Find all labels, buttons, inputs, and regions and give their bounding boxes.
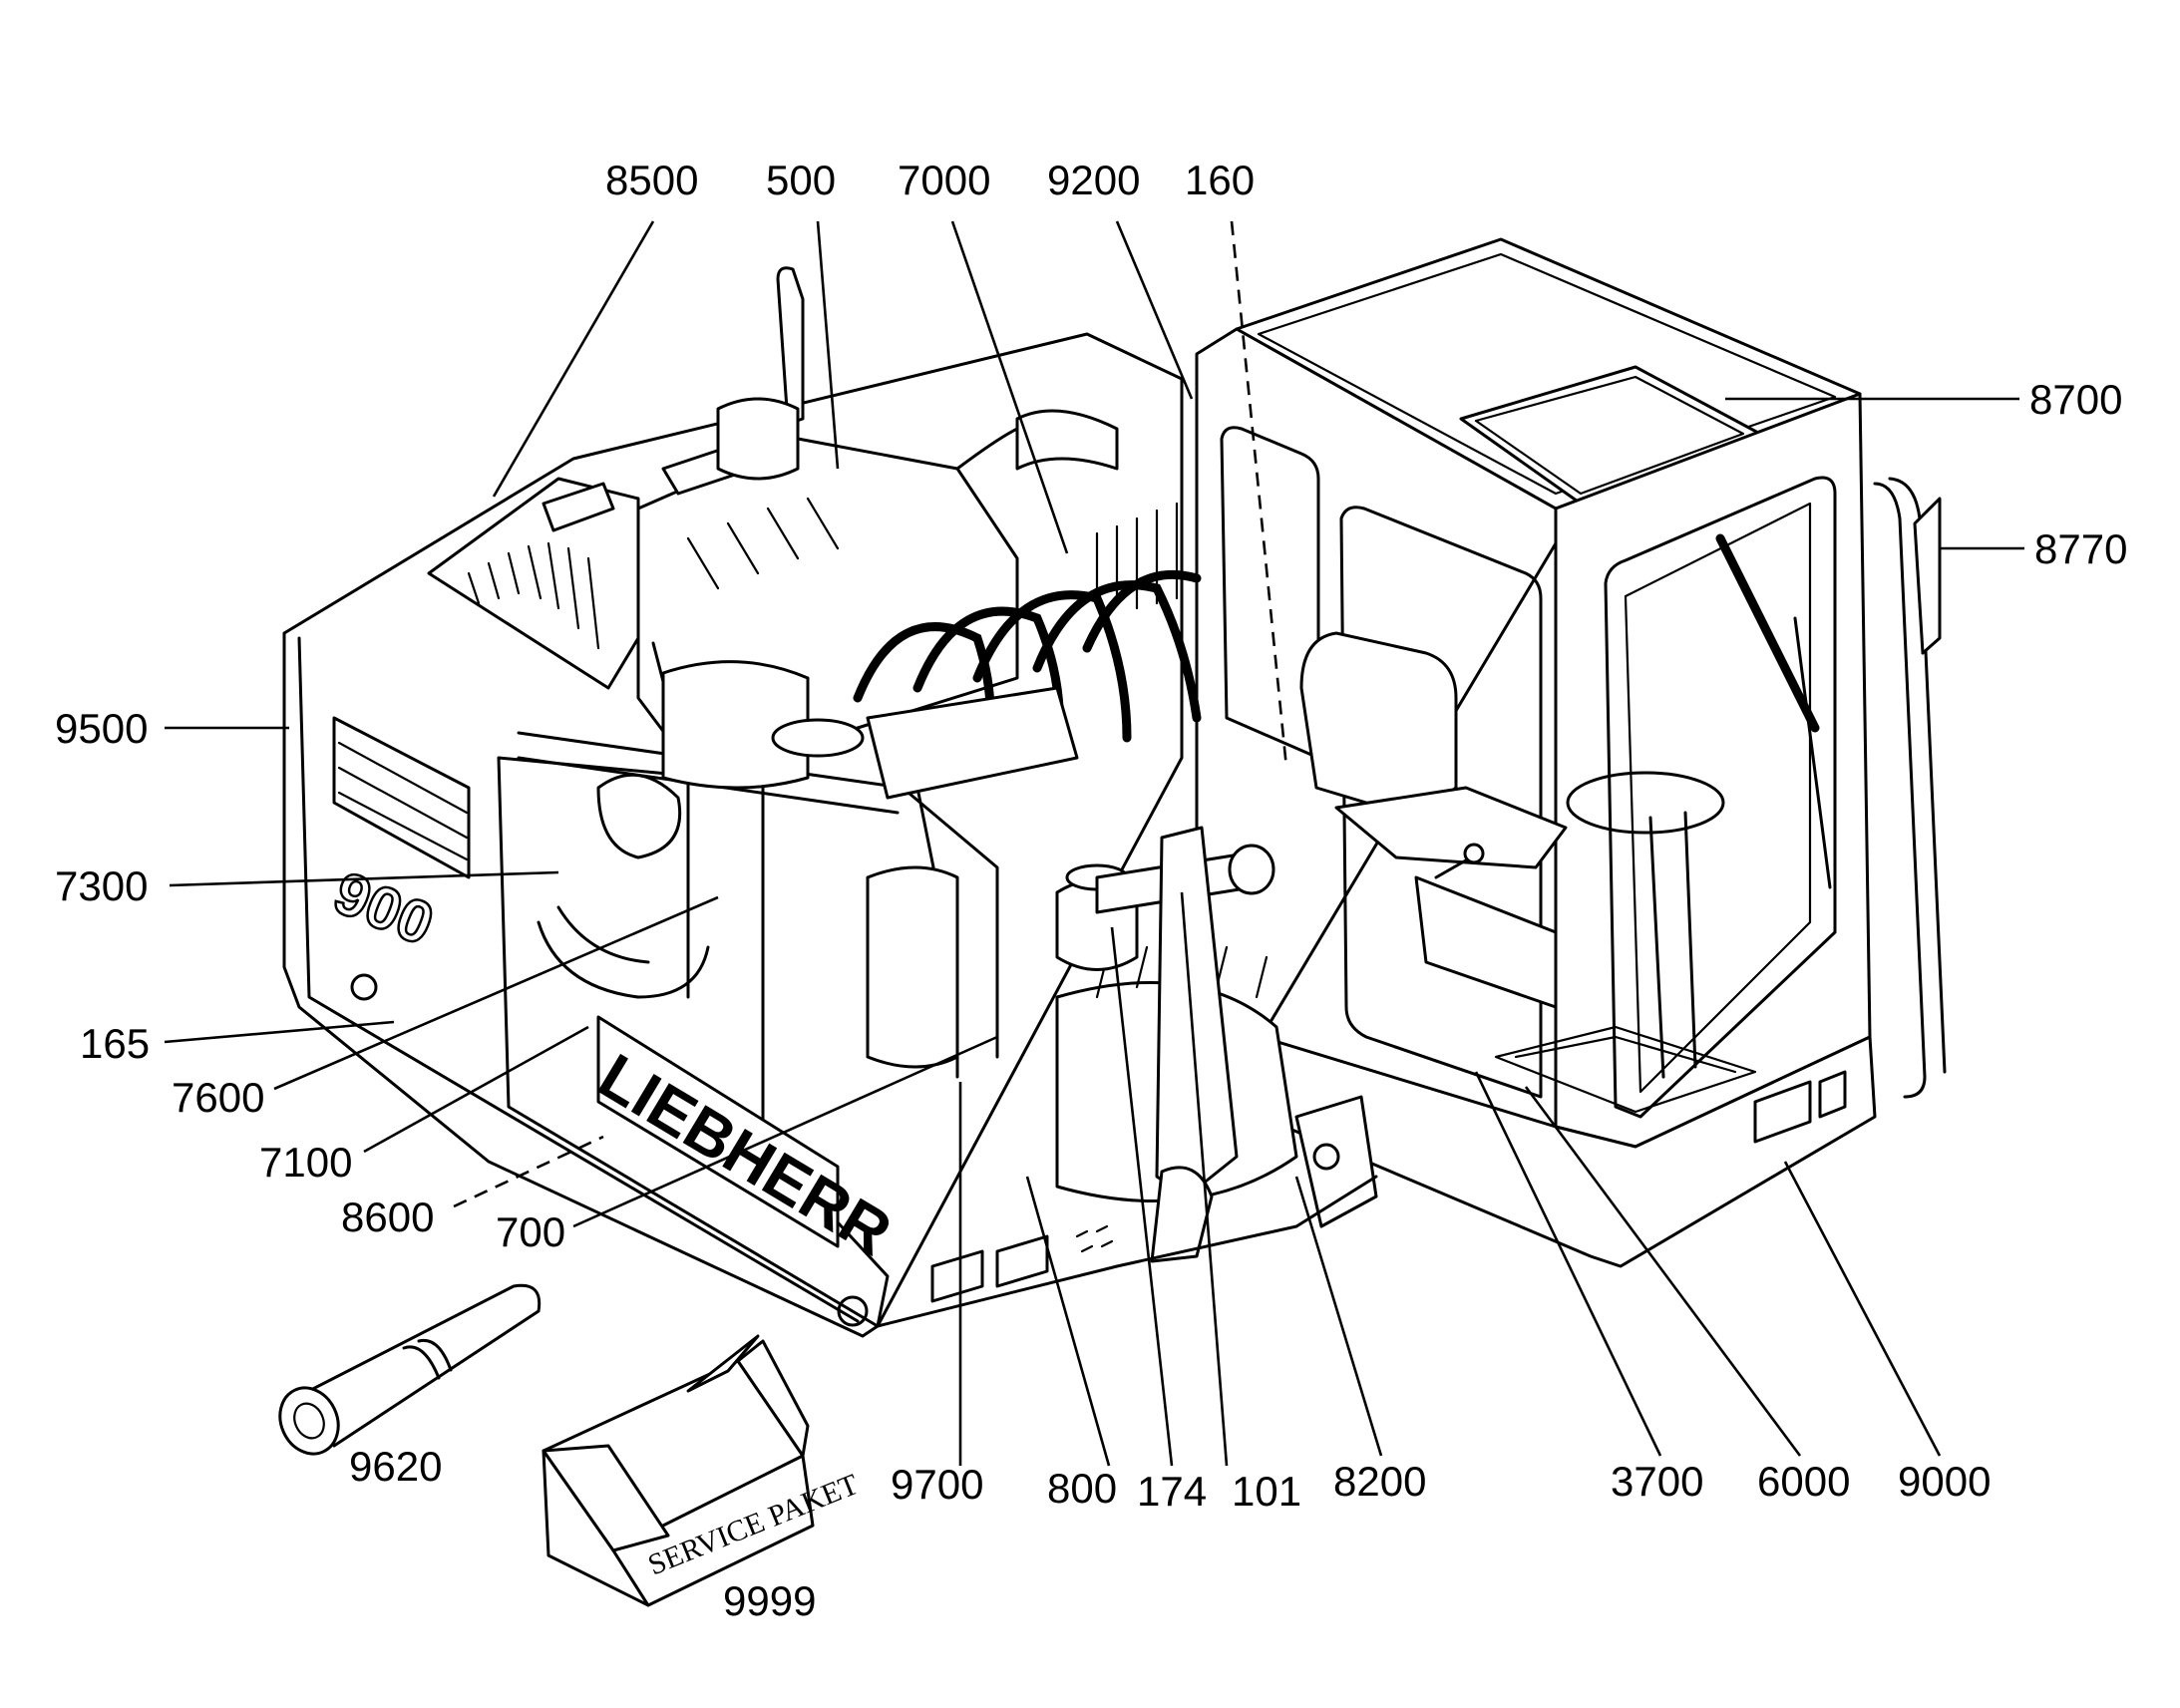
callout-9200: 9200 xyxy=(1047,157,1141,203)
callout-174: 174 xyxy=(1137,1468,1208,1515)
callout-101: 101 xyxy=(1232,1468,1302,1515)
callout-6000: 6000 xyxy=(1757,1458,1851,1505)
callout-9700: 9700 xyxy=(891,1461,984,1508)
callout-9620: 9620 xyxy=(349,1443,443,1490)
callout-8770: 8770 xyxy=(2034,525,2128,572)
callout-3700: 3700 xyxy=(1611,1458,1704,1505)
engine-housing-drawing: 900 LIEBHERR xyxy=(282,266,1378,1338)
callout-7600: 7600 xyxy=(172,1074,265,1121)
callout-8600: 8600 xyxy=(341,1194,435,1240)
callout-7300: 7300 xyxy=(55,862,149,909)
service-package-box-drawing: SERVICE PAKET xyxy=(542,1334,863,1607)
callout-800: 800 xyxy=(1047,1465,1118,1512)
callout-165: 165 xyxy=(80,1020,151,1067)
callout-8500: 8500 xyxy=(605,157,699,203)
callout-9000: 9000 xyxy=(1898,1458,1992,1505)
leader-lines xyxy=(164,220,2024,1467)
callout-7000: 7000 xyxy=(898,157,991,203)
callout-9500: 9500 xyxy=(55,705,149,752)
operator-cab-drawing xyxy=(1195,237,1947,1268)
callout-160: 160 xyxy=(1185,157,1256,203)
rolled-document-drawing xyxy=(278,1283,542,1456)
callout-7100: 7100 xyxy=(259,1139,353,1186)
callout-500: 500 xyxy=(766,157,837,203)
callout-9999: 9999 xyxy=(723,1577,817,1624)
callout-8700: 8700 xyxy=(2029,376,2123,423)
callout-700: 700 xyxy=(496,1208,566,1255)
callout-8200: 8200 xyxy=(1333,1458,1427,1505)
